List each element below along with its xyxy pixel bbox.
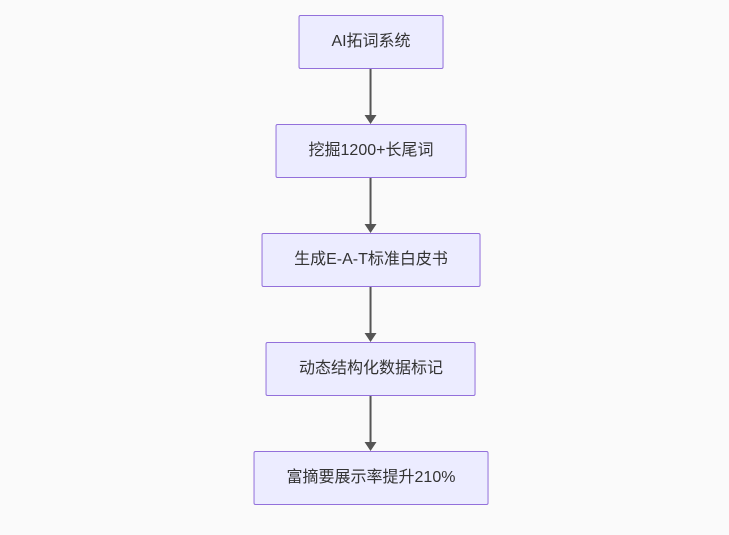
flow-node-label: AI拓词系统 [331,33,411,50]
flow-node-label: 生成E-A-T标准白皮书 [294,251,448,268]
flow-node-label: 动态结构化数据标记 [298,360,443,377]
flow-arrow-1 [365,69,377,124]
flow-node-label: 挖掘1200+长尾词 [308,142,434,159]
arrow-head-icon [365,115,377,124]
flow-arrow-2 [365,178,377,233]
arrow-head-icon [365,442,377,451]
arrow-line [370,69,372,115]
flow-node-eat-whitepaper: 生成E-A-T标准白皮书 [261,233,481,287]
arrow-line [370,178,372,224]
arrow-head-icon [365,333,377,342]
flow-node-rich-snippet-result: 富摘要展示率提升210% [253,451,489,505]
arrow-head-icon [365,224,377,233]
arrow-line [370,396,372,442]
flow-node-label: 富摘要展示率提升210% [286,469,456,486]
flow-node-ai-word-expansion: AI拓词系统 [298,15,444,69]
arrow-line [370,287,372,333]
flowchart-column: AI拓词系统 挖掘1200+长尾词 生成E-A-T标准白皮书 动态结构化数据标记 [253,15,489,505]
flow-node-longtail-mining: 挖掘1200+长尾词 [275,124,467,178]
flow-arrow-4 [365,396,377,451]
flow-node-structured-data-markup: 动态结构化数据标记 [265,342,476,396]
flow-arrow-3 [365,287,377,342]
